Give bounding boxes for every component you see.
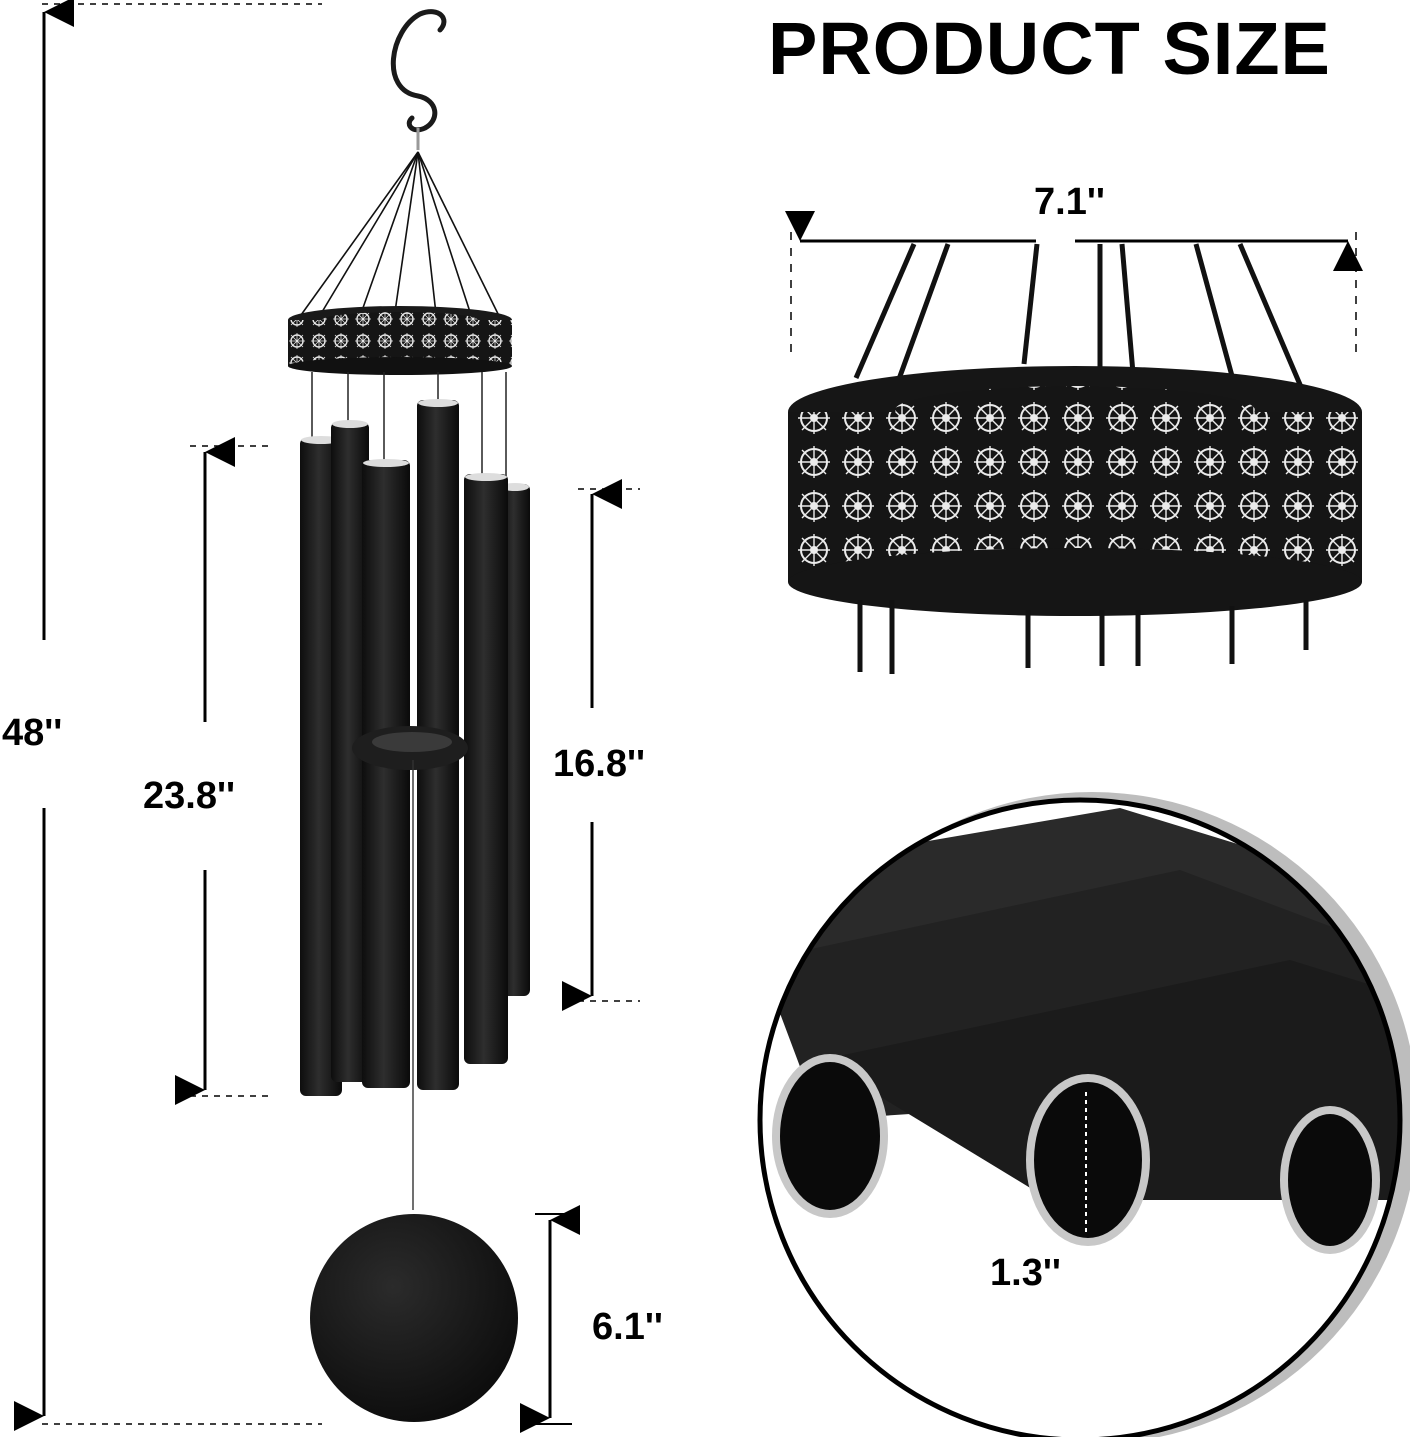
page-title: PRODUCT SIZE (768, 7, 1331, 90)
wind-chime (288, 9, 530, 1422)
longest-tube-dimension (175, 437, 270, 1105)
tube-diameter-label: 1.3'' (990, 1252, 1061, 1294)
top-ring-dimension (785, 211, 1363, 352)
overall-length-dimension (14, 0, 322, 1431)
sail-ball (310, 1214, 518, 1422)
longest-tube-label: 23.8'' (143, 775, 236, 817)
sail-dimension (520, 1205, 580, 1433)
tube-closeup (757, 792, 1410, 1437)
top-ring-closeup (788, 243, 1362, 674)
top-ring-diameter-label: 7.1'' (1034, 181, 1105, 223)
sail-diameter-label: 6.1'' (592, 1306, 663, 1348)
shortest-tube-label: 16.8'' (553, 743, 646, 785)
overall-length-label: 48'' (2, 712, 63, 754)
shortest-tube-dimension (562, 479, 640, 1011)
s-hook (390, 9, 447, 133)
